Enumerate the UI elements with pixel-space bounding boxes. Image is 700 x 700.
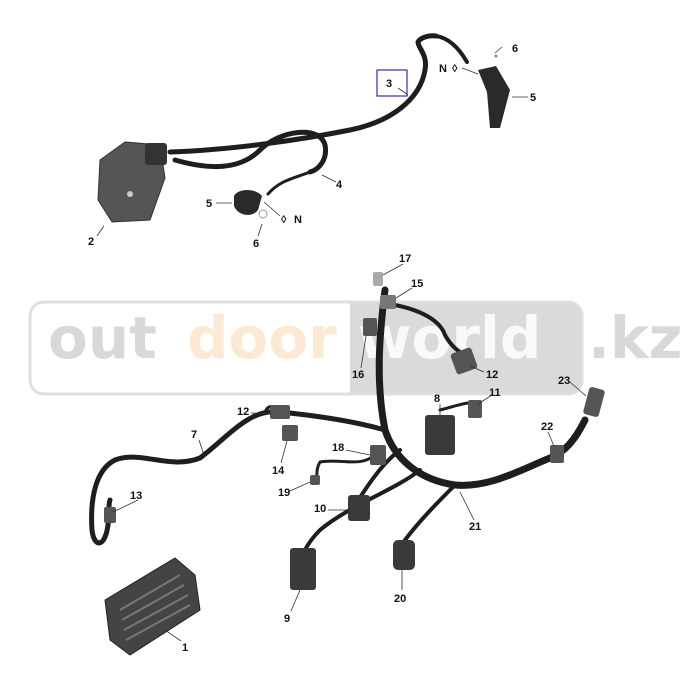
watermark-world: world bbox=[358, 304, 541, 372]
leader-lines bbox=[96, 46, 587, 642]
callout-13[interactable]: 13 bbox=[130, 490, 142, 502]
callout-18[interactable]: 18 bbox=[332, 442, 344, 454]
watermark-kz: .kz bbox=[588, 304, 682, 372]
callout-19[interactable]: 19 bbox=[278, 487, 290, 499]
callout-14[interactable]: 14 bbox=[272, 465, 285, 477]
callout-3[interactable]: 3 bbox=[386, 78, 392, 90]
callout-8[interactable]: 8 bbox=[434, 393, 440, 405]
watermark-door: door bbox=[187, 304, 337, 372]
highlight-box bbox=[376, 69, 408, 97]
connector bbox=[468, 400, 482, 418]
callout-10[interactable]: 10 bbox=[314, 503, 326, 515]
callout-6[interactable]: 6 bbox=[253, 238, 259, 250]
connector bbox=[373, 272, 383, 286]
callout-16[interactable]: 16 bbox=[352, 369, 364, 381]
connector bbox=[450, 347, 478, 375]
watermark-text: out door world .kz bbox=[48, 304, 682, 372]
callout-12[interactable]: 12 bbox=[237, 406, 249, 418]
ignition-coil-assembly bbox=[97, 33, 510, 223]
callout-n: N bbox=[439, 63, 447, 75]
connector bbox=[380, 295, 396, 309]
callout-17[interactable]: 17 bbox=[399, 253, 411, 265]
callouts: 3 6 N ◊ 5 4 5 ◊ N 6 2 17 15 16 12 23 11 … bbox=[88, 43, 570, 654]
connector bbox=[425, 415, 455, 455]
connector bbox=[550, 445, 564, 463]
callout-5[interactable]: 5 bbox=[206, 198, 212, 210]
callout-4[interactable]: 4 bbox=[336, 179, 343, 191]
callout-15[interactable]: 15 bbox=[411, 278, 423, 290]
callout-22[interactable]: 22 bbox=[541, 421, 553, 433]
callout-5[interactable]: 5 bbox=[530, 92, 536, 104]
connector bbox=[583, 387, 605, 417]
callout-20[interactable]: 20 bbox=[394, 593, 406, 605]
watermark-panel bbox=[350, 303, 581, 393]
callout-21[interactable]: 21 bbox=[469, 521, 481, 533]
drop-icon: ◊ bbox=[281, 214, 287, 226]
callout-12[interactable]: 12 bbox=[486, 369, 498, 381]
connector bbox=[270, 405, 290, 419]
connector bbox=[282, 425, 298, 441]
ecu-module bbox=[104, 557, 201, 656]
drop-icon: ◊ bbox=[452, 63, 458, 75]
callout-11[interactable]: 11 bbox=[489, 387, 501, 399]
callout-1[interactable]: 1 bbox=[182, 642, 188, 654]
spark-plug-cap bbox=[234, 190, 262, 215]
connector bbox=[363, 318, 377, 336]
callout-7[interactable]: 7 bbox=[191, 429, 197, 441]
connector bbox=[290, 548, 316, 590]
connector bbox=[370, 445, 386, 465]
watermark bbox=[28, 300, 584, 396]
connector bbox=[310, 475, 320, 485]
connector bbox=[393, 540, 415, 570]
callout-6[interactable]: 6 bbox=[512, 43, 518, 55]
callout-9[interactable]: 9 bbox=[284, 613, 290, 625]
wiring-harness bbox=[89, 272, 605, 656]
watermark-out: out bbox=[48, 304, 157, 372]
connector bbox=[104, 507, 116, 523]
connector bbox=[348, 495, 370, 521]
callout-23[interactable]: 23 bbox=[558, 375, 570, 387]
callout-n: N bbox=[294, 214, 302, 226]
callout-2[interactable]: 2 bbox=[88, 236, 94, 248]
spark-plug-cap bbox=[478, 66, 510, 128]
